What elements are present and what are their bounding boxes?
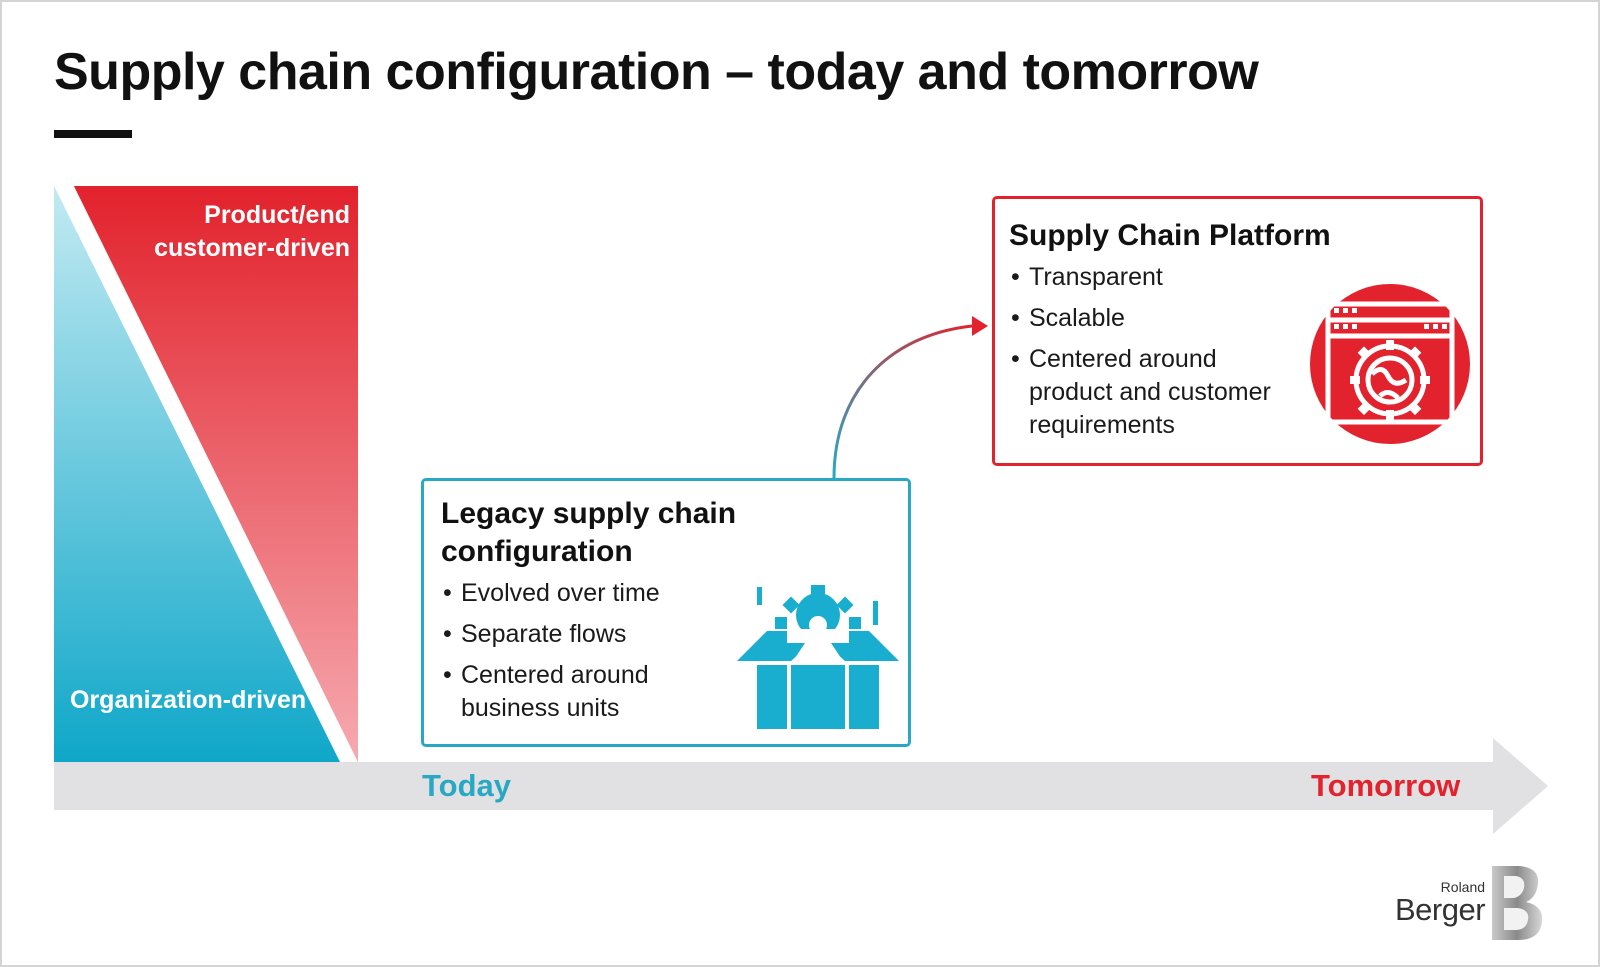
platform-bullet: Centered around product and customer req… xyxy=(1009,343,1299,442)
platform-card-title: Supply Chain Platform xyxy=(1009,219,1331,252)
timeline-end-label: Tomorrow xyxy=(1311,768,1461,803)
progression-arrowhead xyxy=(972,316,988,336)
platform-bullet-list: Transparent Scalable Centered around pro… xyxy=(1009,261,1299,442)
progression-arrow xyxy=(832,324,973,479)
customer-driven-label: Product/end customer-driven xyxy=(154,201,350,262)
logo-line1: Roland xyxy=(1440,879,1486,895)
organization-driven-wedge xyxy=(54,186,340,762)
legacy-bullet: Separate flows xyxy=(441,618,741,651)
platform-bullet: Transparent xyxy=(1009,261,1299,294)
platform-bullet: Scalable xyxy=(1009,302,1299,335)
gear-box-icon xyxy=(737,585,899,729)
globe-gear-window-icon xyxy=(1310,284,1470,444)
legacy-bullet: Evolved over time xyxy=(441,577,741,610)
legacy-card: Legacy supply chain configuration Evolve… xyxy=(421,478,911,747)
legacy-card-title: Legacy supply chain configuration xyxy=(441,497,737,568)
logo-b-mark xyxy=(1492,866,1543,940)
page-title: Supply chain configuration – today and t… xyxy=(54,43,1259,101)
organization-driven-label: Organization-driven xyxy=(70,686,307,714)
legacy-bullet-list: Evolved over time Separate flows Centere… xyxy=(441,577,741,725)
roland-berger-logo: Roland Berger xyxy=(1395,879,1486,927)
legacy-bullet: Centered around business units xyxy=(441,659,741,725)
timeline-arrow xyxy=(54,738,1548,834)
customer-driven-wedge-fill xyxy=(74,186,358,762)
logo-line2: Berger xyxy=(1395,892,1486,927)
timeline-start-label: Today xyxy=(422,768,511,803)
title-underline xyxy=(54,130,132,138)
platform-card: Supply Chain Platform Transparent Scalab… xyxy=(992,196,1483,466)
